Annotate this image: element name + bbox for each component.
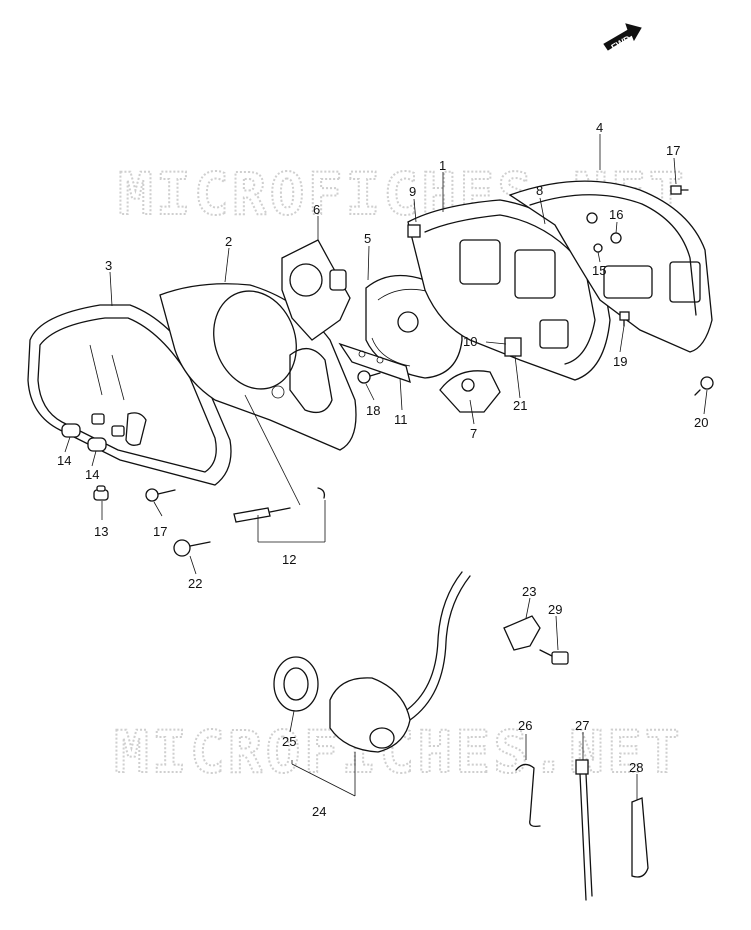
callout-28: 28 (629, 760, 643, 775)
socket-16-icon (610, 232, 622, 244)
leader-lines (64, 134, 708, 800)
screw-17-left-icon (145, 488, 176, 502)
callout-17b: 17 (153, 524, 167, 539)
callout-18: 18 (366, 403, 380, 418)
seal-part (273, 656, 319, 712)
callout-6: 6 (313, 202, 320, 217)
callout-labels: 1 2 3 4 5 6 7 8 9 10 11 12 13 14 14 15 1… (57, 120, 708, 819)
small-bracket-part (504, 337, 522, 357)
callout-26: 26 (518, 718, 532, 733)
screw-22-icon (173, 539, 211, 557)
callout-2: 2 (225, 234, 232, 249)
callout-25: 25 (282, 734, 296, 749)
callout-15: 15 (592, 263, 606, 278)
bulb-13-icon (93, 485, 109, 501)
callout-27: 27 (575, 718, 589, 733)
tachometer-part (281, 239, 351, 341)
callout-1: 1 (439, 158, 446, 173)
callout-4: 4 (596, 120, 603, 135)
bulb-14b-icon (87, 437, 107, 452)
grommet-15-icon (593, 243, 603, 253)
callout-13: 13 (94, 524, 108, 539)
screw-17-top-icon (670, 185, 689, 195)
callout-21: 21 (513, 398, 527, 413)
fwd-arrow-icon: FWD (603, 23, 642, 52)
callout-3: 3 (105, 258, 112, 273)
screw-20-icon (694, 376, 714, 396)
circuit-board-part (338, 342, 411, 384)
callout-17a: 17 (666, 143, 680, 158)
callout-11: 11 (394, 412, 408, 427)
callout-8: 8 (536, 183, 543, 198)
callout-5: 5 (364, 231, 371, 246)
speedometer-gearbox-part (329, 571, 471, 753)
fuel-gauge-part (439, 370, 501, 413)
callout-14a: 14 (57, 453, 71, 468)
screw-19-icon (619, 311, 630, 327)
callout-12: 12 (282, 552, 296, 567)
clamp-26-part (515, 763, 541, 828)
callout-7: 7 (470, 426, 477, 441)
callout-9: 9 (409, 184, 416, 199)
clip-23-part (503, 615, 541, 651)
callout-20: 20 (694, 415, 708, 430)
callout-23: 23 (522, 584, 536, 599)
callout-16: 16 (609, 207, 623, 222)
callout-10: 10 (463, 334, 477, 349)
bulb-14a-icon (61, 423, 81, 438)
callout-29: 29 (548, 602, 562, 617)
callout-24: 24 (312, 804, 326, 819)
bolt-29-icon (539, 649, 569, 665)
callout-14b: 14 (85, 467, 99, 482)
clip-12-icon (317, 487, 326, 499)
bulb-12-icon (233, 507, 291, 523)
callout-22: 22 (188, 576, 202, 591)
lower-case-part (508, 180, 713, 353)
strap-28-part (631, 797, 649, 878)
screw-18-icon (357, 370, 381, 384)
callout-19: 19 (613, 354, 627, 369)
cable-tie-27-part (575, 759, 593, 901)
